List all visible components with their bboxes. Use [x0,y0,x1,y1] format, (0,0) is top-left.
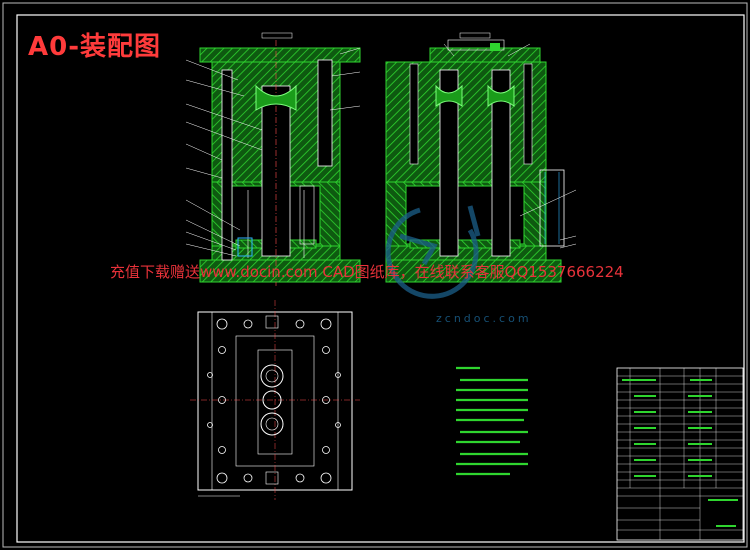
right-section-view [385,32,577,283]
watermark-text: zcndoc.com [436,312,532,325]
plan-view [190,300,360,500]
promo-overlay-text: 充值下载赠送www.docin.com CAD图纸库，在线联系客服QQ15376… [110,263,624,281]
title-block [616,367,744,541]
drawing-title: A0-装配图 [28,32,162,62]
circle-logo-icon [385,205,481,299]
left-section-view [185,32,361,286]
technical-notes [456,366,528,476]
